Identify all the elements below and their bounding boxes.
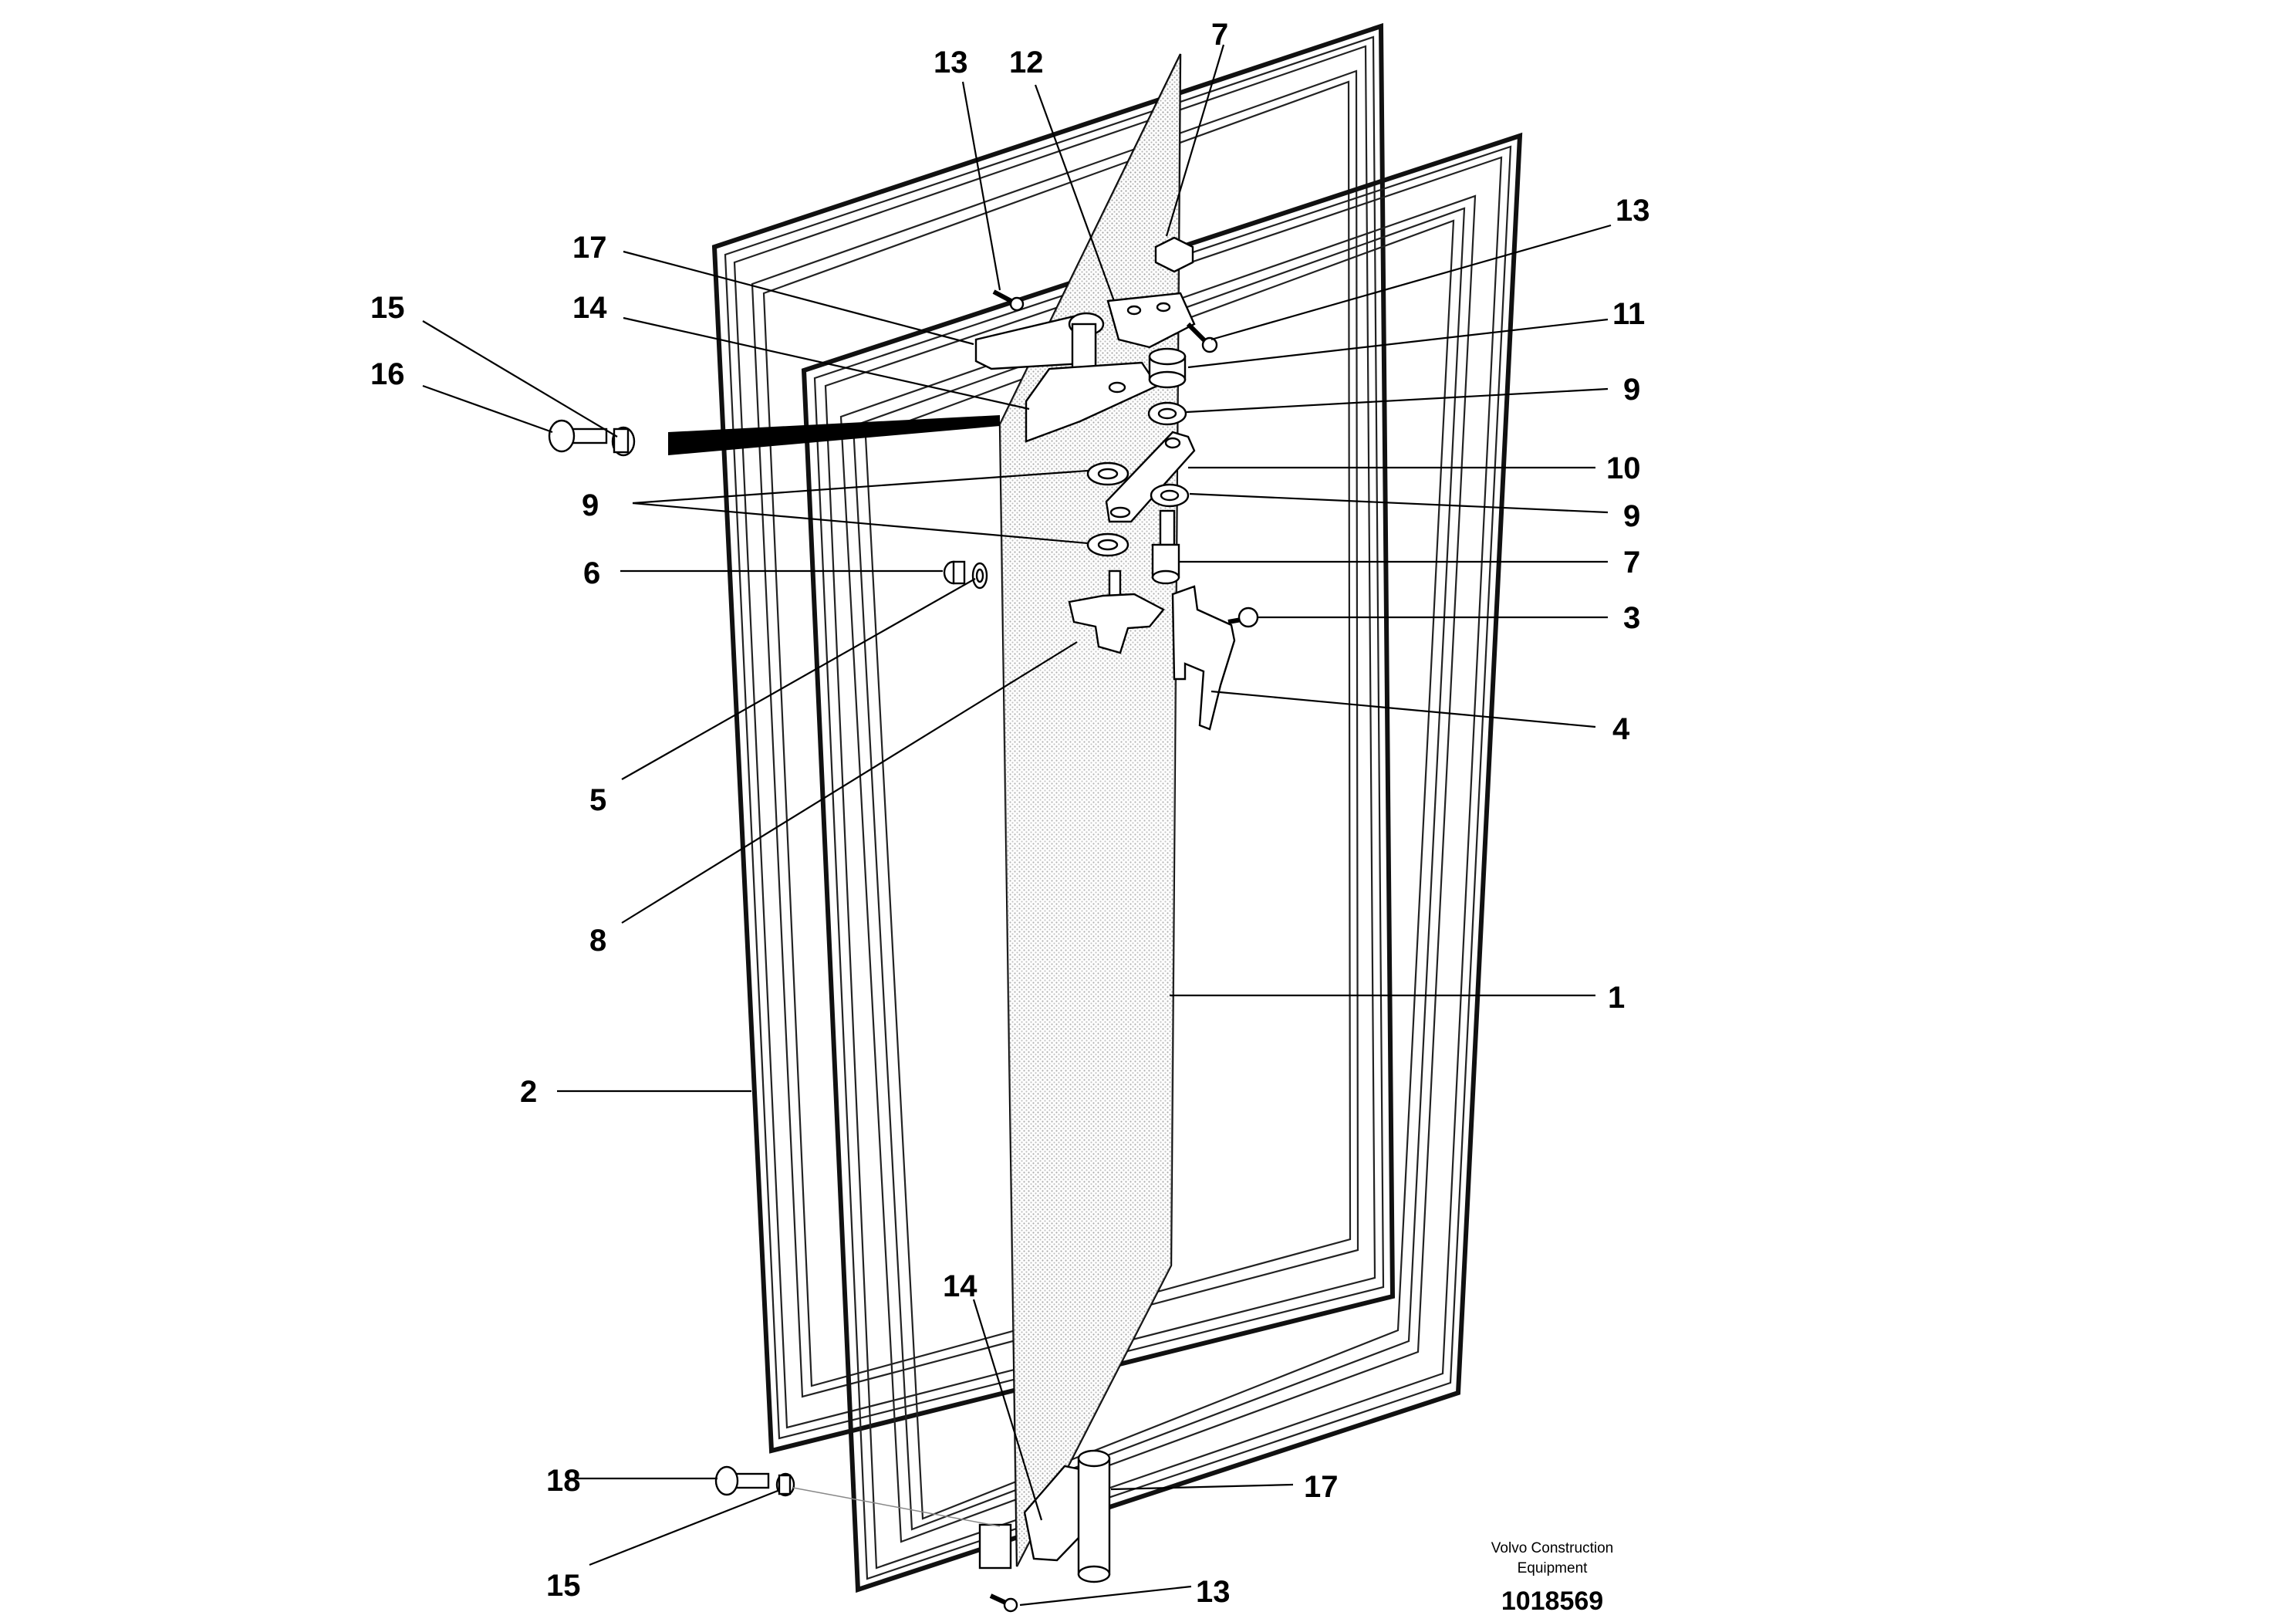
washer-9-left-a <box>1086 461 1129 486</box>
stay-arm-10 <box>1105 431 1196 523</box>
callout-8: 8 <box>589 924 606 958</box>
window-frame <box>801 132 1523 1593</box>
callout-17-bottom: 17 <box>1304 1470 1339 1504</box>
callout-11: 11 <box>1612 297 1645 331</box>
callout-15-top: 15 <box>370 291 405 325</box>
callout-1: 1 <box>1608 981 1625 1015</box>
company-name-line2: Equipment <box>1518 1560 1589 1576</box>
washer-9-left-b <box>1086 532 1129 557</box>
drawing-number: 1018569 <box>1501 1587 1603 1616</box>
company-name-line1: Volvo Construction <box>1491 1540 1613 1556</box>
screw-13-right <box>1186 322 1218 353</box>
drawing-footer: Volvo Construction Equipment 1018569 <box>1491 1540 1613 1616</box>
callout-7-top: 7 <box>1211 18 1228 52</box>
callout-17-top: 17 <box>572 231 607 265</box>
bolt-18 <box>714 1465 770 1496</box>
knob-8 <box>1068 569 1165 654</box>
callout-7-mid: 7 <box>1623 546 1640 580</box>
callout-9-left: 9 <box>582 488 599 522</box>
washer-9-right-b <box>1150 483 1190 508</box>
bottom-hinge-assembly <box>714 1449 1111 1613</box>
hinge-block-bottom <box>978 1523 1012 1570</box>
leader-lines <box>422 44 1612 1607</box>
callout-12: 12 <box>1009 46 1044 79</box>
latch-hook-4 <box>1171 585 1236 731</box>
washer-5 <box>971 562 988 590</box>
callout-18: 18 <box>546 1464 581 1498</box>
callout-14-bottom: 14 <box>943 1269 977 1303</box>
callout-13-top: 13 <box>934 46 968 79</box>
callout-3: 3 <box>1623 601 1640 635</box>
callout-16: 16 <box>370 357 405 391</box>
callout-2: 2 <box>520 1075 537 1109</box>
callout-9-right-a: 9 <box>1623 373 1640 407</box>
callout-13-bottom: 13 <box>1196 1575 1231 1609</box>
glass-pane <box>668 53 1182 1567</box>
callout-10: 10 <box>1606 451 1641 485</box>
callout-13-right: 13 <box>1616 194 1650 228</box>
screw-13-top <box>992 289 1025 312</box>
washer-9-upper <box>1147 401 1187 426</box>
glass-edge-wedge <box>668 415 1000 455</box>
stud-7 <box>1151 509 1180 585</box>
callout-15-bottom: 15 <box>546 1569 581 1603</box>
screw-3 <box>1227 607 1259 628</box>
callout-14-top: 14 <box>572 291 607 325</box>
nut-15-top <box>611 426 636 457</box>
bolt-16 <box>548 419 608 453</box>
top-hinge-assembly <box>548 236 1259 731</box>
callout-6: 6 <box>583 556 600 590</box>
screw-13-bottom <box>989 1593 1018 1613</box>
bush-6 <box>943 560 966 585</box>
hinge-plate <box>1106 292 1196 349</box>
callout-4: 4 <box>1612 712 1630 746</box>
nut-15-bottom <box>775 1472 795 1497</box>
callout-9-right-b: 9 <box>1623 499 1640 533</box>
bush-11 <box>1148 347 1187 389</box>
callout-labels: 13 12 7 13 17 14 11 15 16 9 10 9 9 6 7 3… <box>370 18 1650 1609</box>
callout-5: 5 <box>589 783 606 817</box>
